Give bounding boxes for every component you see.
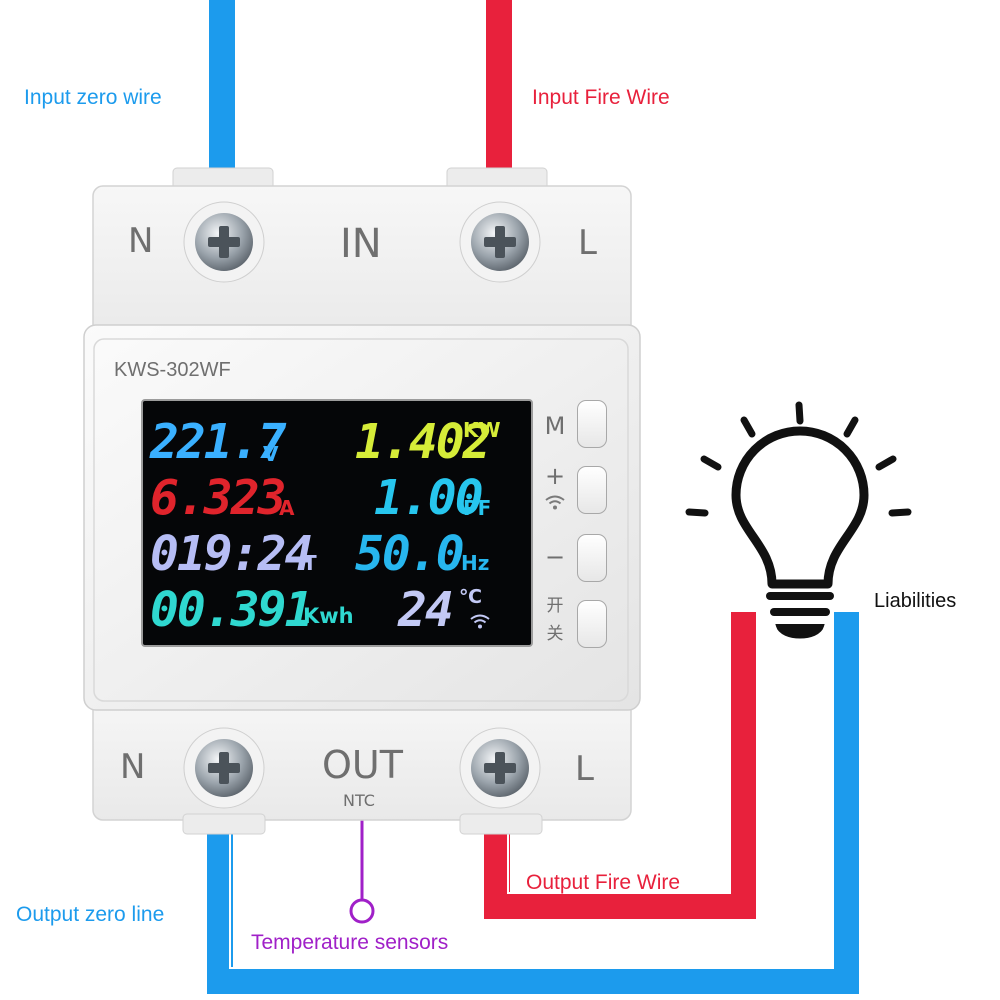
bottom-line-letter: L [575, 749, 594, 789]
power-factor-unit: PF [463, 496, 492, 520]
lcd-wifi-icon [470, 614, 490, 629]
power-value: 1.402 [355, 414, 491, 470]
voltage-value: 221.7 [150, 414, 286, 470]
wire-highlight [229, 612, 834, 969]
device-bottom-tab-right [459, 813, 543, 835]
current-value: 6.323 [150, 470, 286, 526]
model-name: KWS-302WF [114, 359, 231, 381]
button-wifi-icon [545, 495, 565, 510]
current-unit: A [279, 496, 295, 520]
screw-bottom-right [459, 727, 541, 809]
plus-button[interactable] [577, 466, 607, 514]
energy-unit: Kwh [303, 604, 354, 628]
bottom-ntc-label: NTC [343, 791, 375, 810]
input-zero-wire-label: Input zero wire [24, 86, 162, 109]
wire-highlight [507, 612, 731, 894]
temperature-sensors-label: Temperature sensors [251, 931, 449, 954]
time-value: 019:24 [150, 526, 313, 582]
minus-button[interactable] [577, 534, 607, 582]
frequency-unit: Hz [461, 551, 490, 575]
input-zero-wire [209, 0, 235, 178]
screw-top-left [183, 201, 265, 283]
m-button-label: M [544, 412, 566, 440]
output-fire-wire [484, 612, 756, 919]
top-neutral-letter: N [128, 221, 154, 261]
lcd-screen [141, 399, 533, 647]
time-unit: T [303, 551, 317, 575]
temperature-sensor-probe [349, 898, 375, 924]
device-front-inner [93, 338, 629, 702]
minus-button-label: − [544, 543, 566, 571]
light-bulb-icon [685, 401, 912, 639]
load-label: Liabilities [874, 590, 957, 612]
frequency-value: 50.0 [355, 526, 465, 582]
screw-bottom-left [183, 727, 265, 809]
power-button-label-bottom: 关 [546, 624, 564, 644]
input-fire-wire-label: Input Fire Wire [532, 86, 670, 109]
plus-button-label: + [544, 462, 566, 490]
screw-top-right [459, 201, 541, 283]
power-factor-value: 1.00 [374, 470, 484, 526]
power-button[interactable] [577, 600, 607, 648]
temperature-unit: ℃ [459, 586, 483, 608]
top-in-label: IN [340, 221, 382, 267]
temperature-value: 24 [398, 582, 454, 638]
bottom-out-label: OUT [322, 743, 403, 787]
bottom-neutral-letter: N [120, 747, 146, 787]
power-unit: KW [463, 418, 501, 442]
output-zero-line-label: Output zero line [16, 903, 165, 926]
device-bottom-tab-left [182, 813, 266, 835]
top-line-letter: L [578, 223, 597, 263]
input-fire-wire [486, 0, 512, 178]
m-button[interactable] [577, 400, 607, 448]
voltage-unit: V [263, 442, 279, 466]
energy-value: 00.391 [150, 582, 313, 638]
power-button-label-top: 开 [546, 596, 564, 616]
output-fire-wire-label: Output Fire Wire [526, 871, 681, 894]
output-zero-wire [207, 612, 859, 994]
